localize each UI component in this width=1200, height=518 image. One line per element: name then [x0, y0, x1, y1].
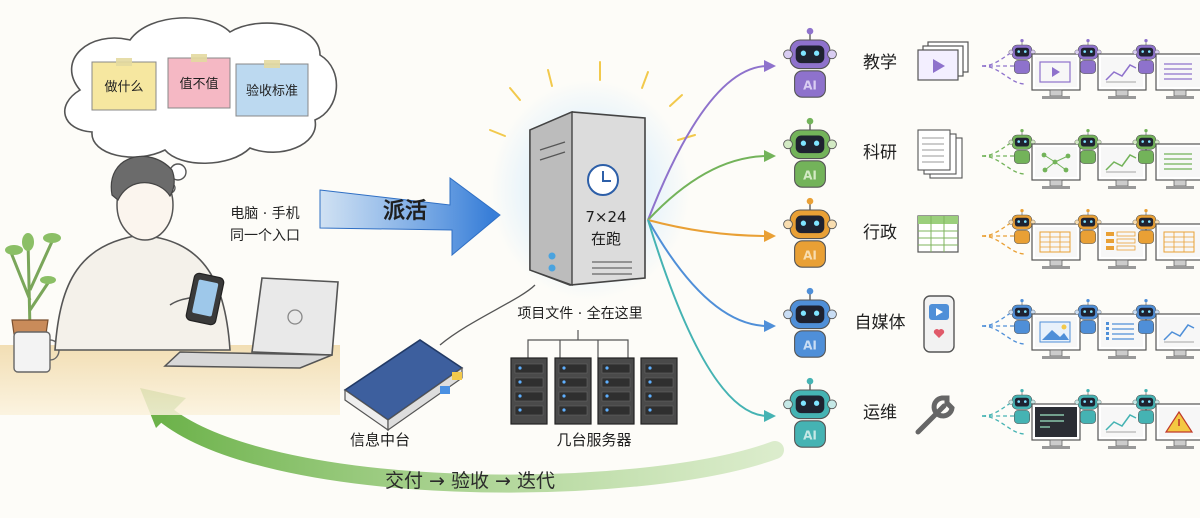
- sticky-notes: 做什么 值不值 验收标准: [91, 54, 309, 117]
- doc-screen: [1155, 53, 1200, 99]
- department-label: 行政: [863, 223, 897, 243]
- sticky-note-label: 验收标准: [246, 83, 298, 99]
- doc-screen: [1155, 143, 1200, 189]
- video-screen: [1031, 53, 1081, 99]
- mini-robot: [1008, 208, 1036, 244]
- warning-screen: [1155, 403, 1200, 449]
- info-hub-label: 信息中台: [350, 431, 410, 449]
- ai-robot: AI: [783, 197, 837, 268]
- mini-robot: [1074, 38, 1102, 74]
- department-rows: AI 教学 AI 科研 AI 行政 AI 自媒体 AI 运维: [647, 27, 1200, 449]
- department-row-teaching: AI 教学: [647, 27, 1200, 221]
- feedback-label: 交付 → 验收 → 迭代: [385, 470, 555, 492]
- department-label: 教学: [863, 53, 897, 73]
- chart-screen: [1097, 53, 1147, 99]
- rack-server: [554, 357, 592, 425]
- table-screen: [1031, 223, 1081, 269]
- department-row-research: AI 科研: [647, 117, 1200, 221]
- sticky-note: 验收标准: [235, 60, 309, 117]
- uptime-line2: 在跑: [591, 230, 621, 248]
- chart-screen: [1097, 403, 1147, 449]
- hub-connector: [439, 284, 536, 346]
- mini-robot: [1132, 388, 1160, 424]
- ai-badge: AI: [803, 429, 817, 443]
- dispatch-label: 派活: [383, 199, 427, 224]
- ai-robot: AI: [783, 377, 837, 448]
- server-cluster: [510, 330, 678, 425]
- book-icon: [343, 339, 464, 432]
- department-row-media: AI 自媒体: [647, 219, 1200, 359]
- rack-server: [510, 357, 548, 425]
- mini-robot: [1132, 208, 1160, 244]
- phone-icon: [923, 295, 955, 353]
- terminal-screen: [1031, 403, 1081, 449]
- sticky-note: 值不值: [167, 54, 231, 109]
- department-row-admin: AI 行政: [647, 197, 1200, 269]
- sticky-note-label: 做什么: [104, 80, 143, 95]
- wrench-icon: [915, 395, 955, 435]
- department-label: 运维: [863, 403, 897, 423]
- video-slides-icon: [917, 41, 969, 81]
- mini-robot: [1074, 298, 1102, 334]
- ai-robot: AI: [783, 27, 837, 98]
- clock-icon: [587, 164, 619, 196]
- mini-robot: [1008, 298, 1036, 334]
- network-screen: [1031, 143, 1081, 189]
- department-label: 自媒体: [855, 313, 906, 333]
- table-screen: [1155, 223, 1200, 269]
- rack-server: [640, 357, 678, 425]
- device-label-line1: 电脑 · 手机: [230, 206, 299, 222]
- sticky-note-label: 值不值: [179, 76, 218, 92]
- plant-icon: [5, 233, 61, 349]
- list-screen: [1097, 313, 1147, 359]
- main-server-tower: [529, 110, 646, 286]
- papers-icon: [917, 129, 963, 179]
- mini-robot: [1008, 38, 1036, 74]
- mini-robot: [1132, 298, 1160, 334]
- mini-robot: [1008, 128, 1036, 164]
- mini-robot: [1074, 128, 1102, 164]
- servers-label: 几台服务器: [556, 431, 631, 449]
- ai-badge: AI: [803, 169, 817, 183]
- form-screen: [1097, 223, 1147, 269]
- ai-badge: AI: [803, 249, 817, 263]
- department-row-ops: AI 运维: [647, 219, 1200, 449]
- mini-robot: [1008, 388, 1036, 424]
- mini-robot: [1132, 128, 1160, 164]
- uptime-line1: 7×24: [585, 208, 626, 226]
- ai-robot: AI: [783, 117, 837, 188]
- chart-screen: [1155, 313, 1200, 359]
- ai-badge: AI: [803, 79, 817, 93]
- laptop-icon: [163, 277, 339, 369]
- rack-server: [597, 357, 635, 425]
- files-caption: 项目文件 · 全在这里: [517, 305, 642, 322]
- dispatch-arrow-media: [647, 219, 776, 332]
- sticky-note: 做什么: [91, 58, 157, 111]
- dispatch-arrow: [319, 177, 501, 257]
- dispatch-arrow-teaching: [647, 60, 776, 221]
- dispatch-arrow-admin: [647, 219, 776, 242]
- image-screen: [1031, 313, 1081, 359]
- ai-robot: AI: [783, 287, 837, 358]
- dispatch-arrow-research: [647, 150, 776, 221]
- chart-screen: [1097, 143, 1147, 189]
- mini-robot: [1074, 388, 1102, 424]
- ai-badge: AI: [803, 339, 817, 353]
- spreadsheet-icon: [917, 215, 959, 253]
- device-label-line2: 同一个入口: [230, 228, 300, 244]
- department-label: 科研: [863, 143, 897, 163]
- dispatch-arrow-ops: [647, 219, 776, 422]
- phone-in-hand-icon: [185, 272, 225, 326]
